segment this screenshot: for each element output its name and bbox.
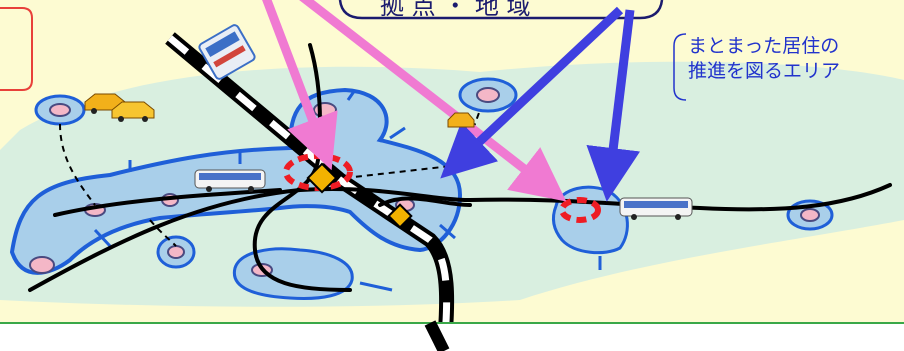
footer-band	[0, 324, 904, 351]
top-callout-label: 拠 点 ・ 地 域	[380, 0, 531, 20]
right-callout-line1: まとまった居住の	[688, 34, 840, 59]
left-callout-frame	[0, 8, 32, 90]
core-area-east	[554, 187, 628, 252]
right-callout-line2: 推進を図るエリア	[688, 59, 840, 84]
right-callout-label: まとまった居住の 推進を図るエリア	[688, 34, 840, 84]
